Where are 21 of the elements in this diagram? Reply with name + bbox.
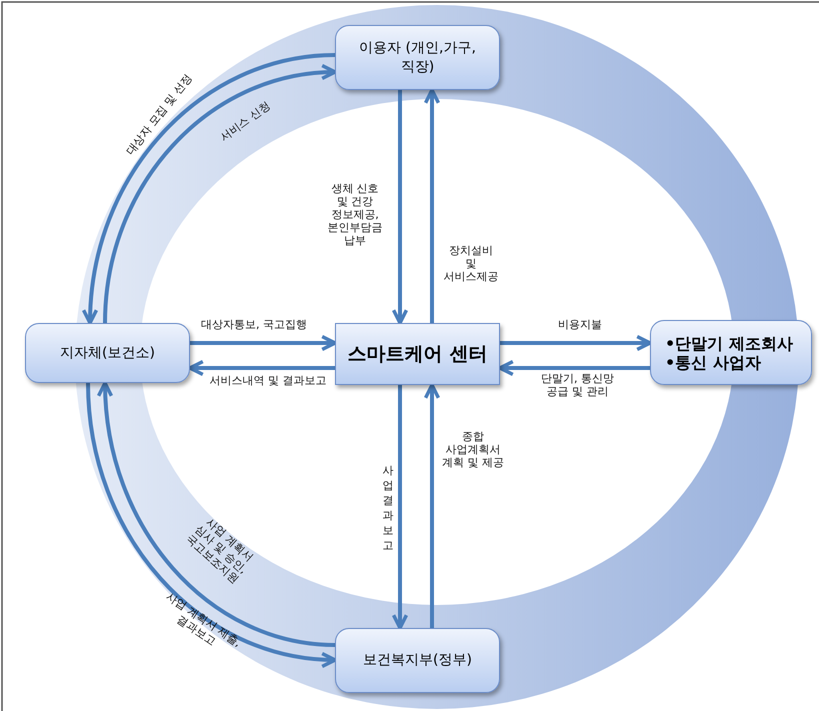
edge-label: 사업결과보고 — [382, 463, 394, 553]
edge-label: 생체 신호 및 건강 정보제공, 본인부담금 납부 — [326, 182, 384, 247]
edge-label: 단말기, 통신망 공급 및 관리 — [540, 372, 615, 398]
arrow — [500, 334, 652, 352]
edge-label: 서비스내역 및 결과보고 — [208, 374, 328, 387]
process-box: 이용자 (개인,가구,직장) — [335, 25, 500, 90]
arrow — [392, 90, 408, 325]
center-box: 스마트케어 센터 — [335, 323, 500, 385]
arrow — [190, 334, 337, 352]
arrow — [424, 383, 440, 628]
process-box: 보건복지부(정부) — [335, 628, 500, 693]
arrow — [424, 88, 440, 323]
edge-label: 종합 사업계획서 계획 및 제공 — [441, 430, 505, 469]
edge-label: 장치설비 및 서비스제공 — [442, 244, 500, 283]
arrow — [188, 360, 335, 376]
edge-label: 대상자통보, 국고집행 — [200, 318, 308, 331]
process-box: 지자체(보건소) — [25, 323, 190, 383]
edge-label: 비용지불 — [557, 318, 603, 331]
process-box: •단말기 제조회사 •통신 사업자 — [650, 320, 812, 385]
arrow — [498, 360, 650, 376]
arrow — [392, 385, 408, 630]
